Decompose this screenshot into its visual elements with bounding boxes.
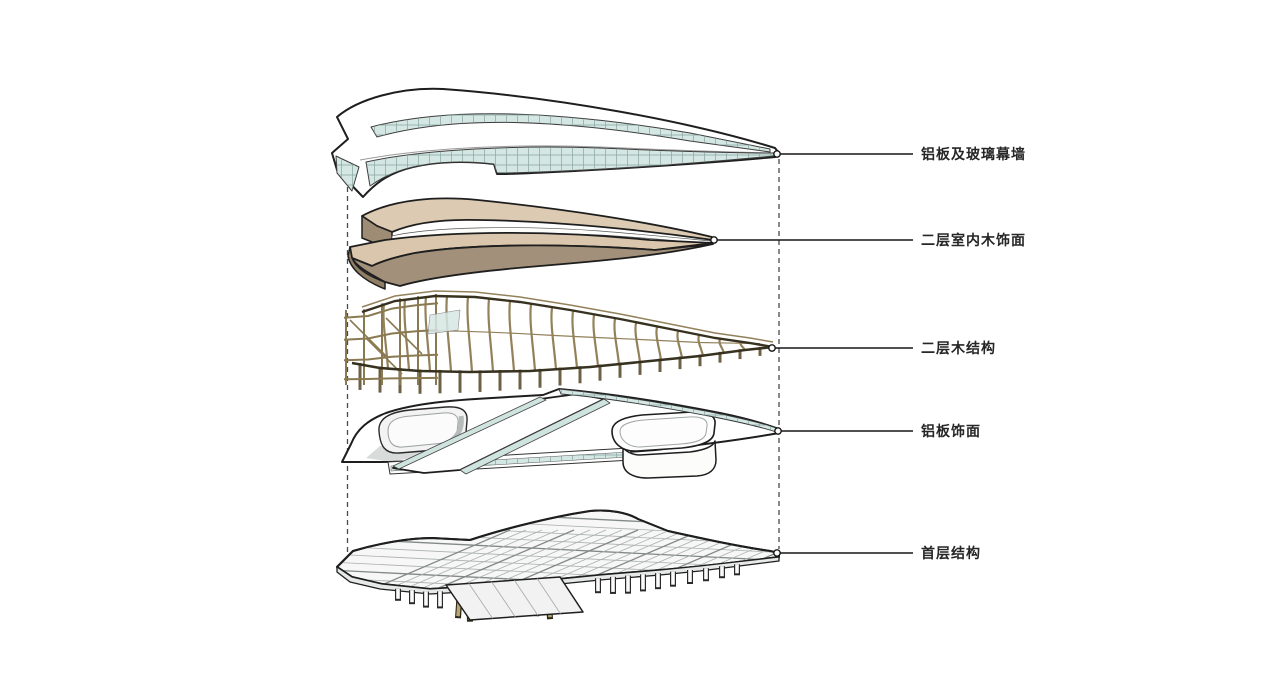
leader-tip-dot-2 (710, 236, 718, 244)
wood-left-prong (347, 246, 386, 290)
leader-lines (710, 150, 913, 557)
apron-grid (468, 578, 561, 619)
projection-guides (346, 159, 780, 567)
upper-glass-mullions (371, 113, 770, 152)
label-second-floor-interior-wood-finish: 二层室内木饰面 (921, 232, 1026, 248)
label-first-floor-structure: 首层结构 (921, 545, 981, 561)
layer-first-floor-structure (336, 509, 780, 622)
left-pool-inner (387, 412, 459, 448)
wood-lower-slab-front (351, 243, 714, 287)
lower-glass-mullions (366, 147, 774, 186)
ramp-left-parapet-glass (392, 396, 547, 470)
layer-wood-structure (343, 290, 774, 394)
deck-apron (445, 576, 584, 621)
layer-interior-wood-finish (347, 197, 714, 290)
right-pool-basin (622, 440, 717, 479)
label-aluminum-glass-curtain-wall: 铝板及玻璃幕墙 (921, 146, 1026, 162)
leader-tip-dot-1 (773, 150, 781, 158)
leader-tip-dot-5 (773, 549, 781, 557)
ramp-right-parapet-glass (459, 398, 611, 475)
layer-aluminum-glass-curtain-wall (331, 87, 780, 198)
leader-tip-dot-4 (774, 427, 782, 435)
right-pool-outer (611, 411, 716, 452)
right-pool-inner (619, 416, 708, 448)
roof-crease-line (359, 145, 775, 161)
leader-tip-dot-3 (768, 344, 776, 352)
layer-aluminum-panel-finish (341, 388, 780, 479)
label-second-floor-wood-structure: 二层木结构 (921, 340, 996, 356)
top-edge-glass-mullions (559, 389, 779, 433)
end-wall-glass-mullions (336, 156, 359, 191)
label-aluminum-panel-finish: 铝板饰面 (921, 423, 981, 439)
